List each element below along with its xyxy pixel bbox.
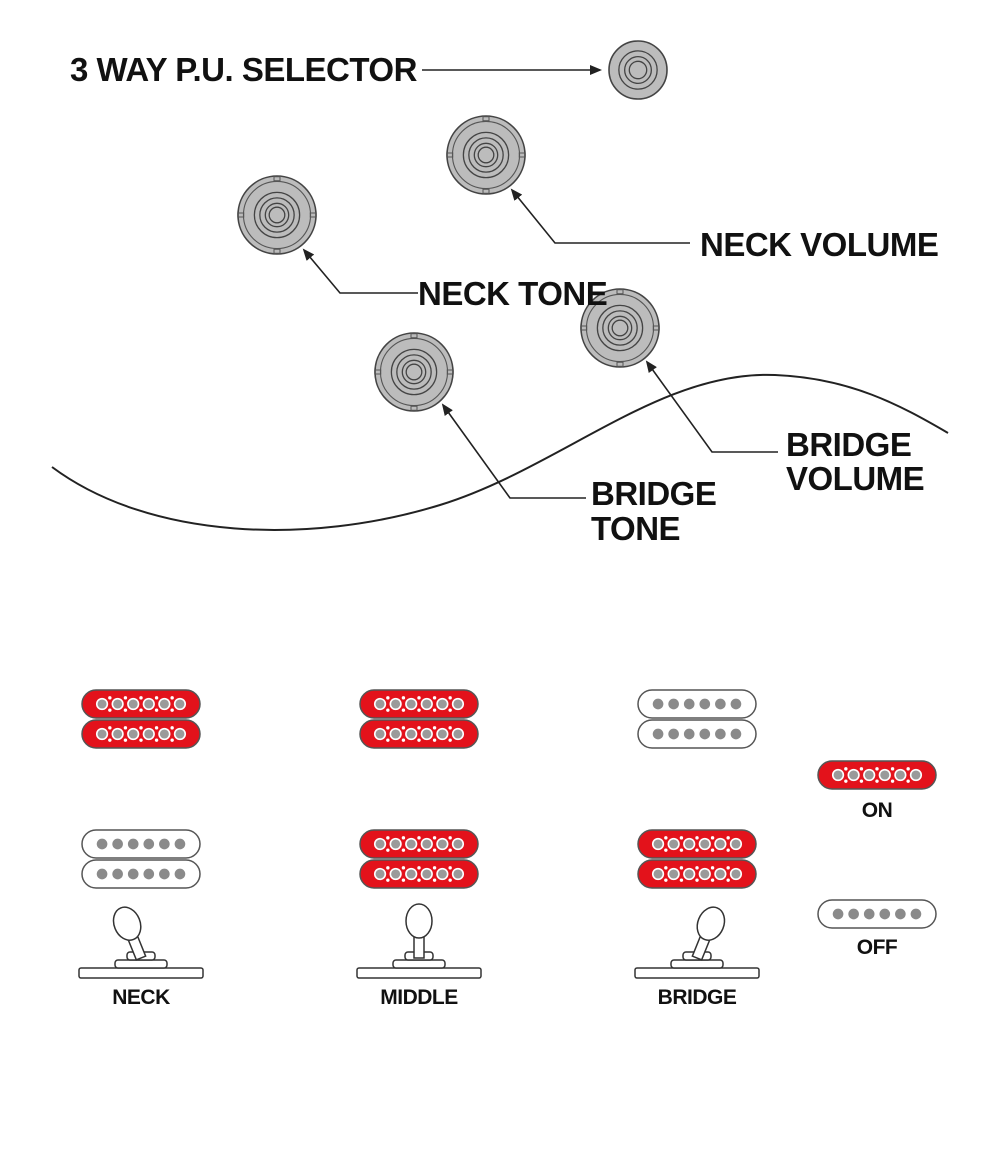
neck-volume-leader (510, 188, 690, 244)
neck-pickup (81, 689, 201, 749)
bridge-volume-leader (645, 360, 778, 453)
neck-tone-label: NECK TONE (418, 275, 607, 312)
bridge-pickup (637, 829, 757, 889)
neck-volume-label: NECK VOLUME (700, 226, 938, 263)
switch-position-bridge: BRIDGE (634, 689, 760, 1009)
legend-off-label: OFF (857, 936, 898, 959)
bridge-volume-label-line2: VOLUME (786, 460, 924, 497)
neck-tone-knob (237, 175, 317, 255)
bridge-tone-label-line1: BRIDGE (591, 475, 716, 512)
toggle-switch-icon (78, 906, 204, 979)
toggle-switch-icon (356, 903, 482, 979)
bridge-pickup (81, 829, 201, 889)
switch-position-middle: MIDDLE (356, 689, 482, 1009)
legend-off-pickup (817, 899, 937, 929)
switch-position-neck: NECK (78, 689, 204, 1009)
bridge-tone-leader (441, 403, 586, 499)
guitar-body-outline (51, 373, 949, 531)
selector-knob (608, 40, 668, 100)
position-label: MIDDLE (380, 986, 458, 1009)
toggle-switch-icon (634, 906, 760, 979)
bridge-volume-knob (580, 288, 660, 368)
position-label: NECK (112, 986, 170, 1009)
bridge-tone-label-line2: TONE (591, 510, 680, 547)
neck-pickup (637, 689, 757, 749)
bridge-pickup (359, 829, 479, 889)
legend-on-pickup (817, 760, 937, 790)
neck-volume-knob (446, 115, 526, 195)
bridge-volume-label-line1: BRIDGE (786, 426, 911, 463)
selector-label: 3 WAY P.U. SELECTOR (70, 51, 418, 88)
neck-tone-leader (302, 248, 418, 294)
position-label: BRIDGE (658, 986, 737, 1009)
bridge-tone-knob (374, 332, 454, 412)
legend-on-label: ON (862, 799, 893, 822)
neck-pickup (359, 689, 479, 749)
